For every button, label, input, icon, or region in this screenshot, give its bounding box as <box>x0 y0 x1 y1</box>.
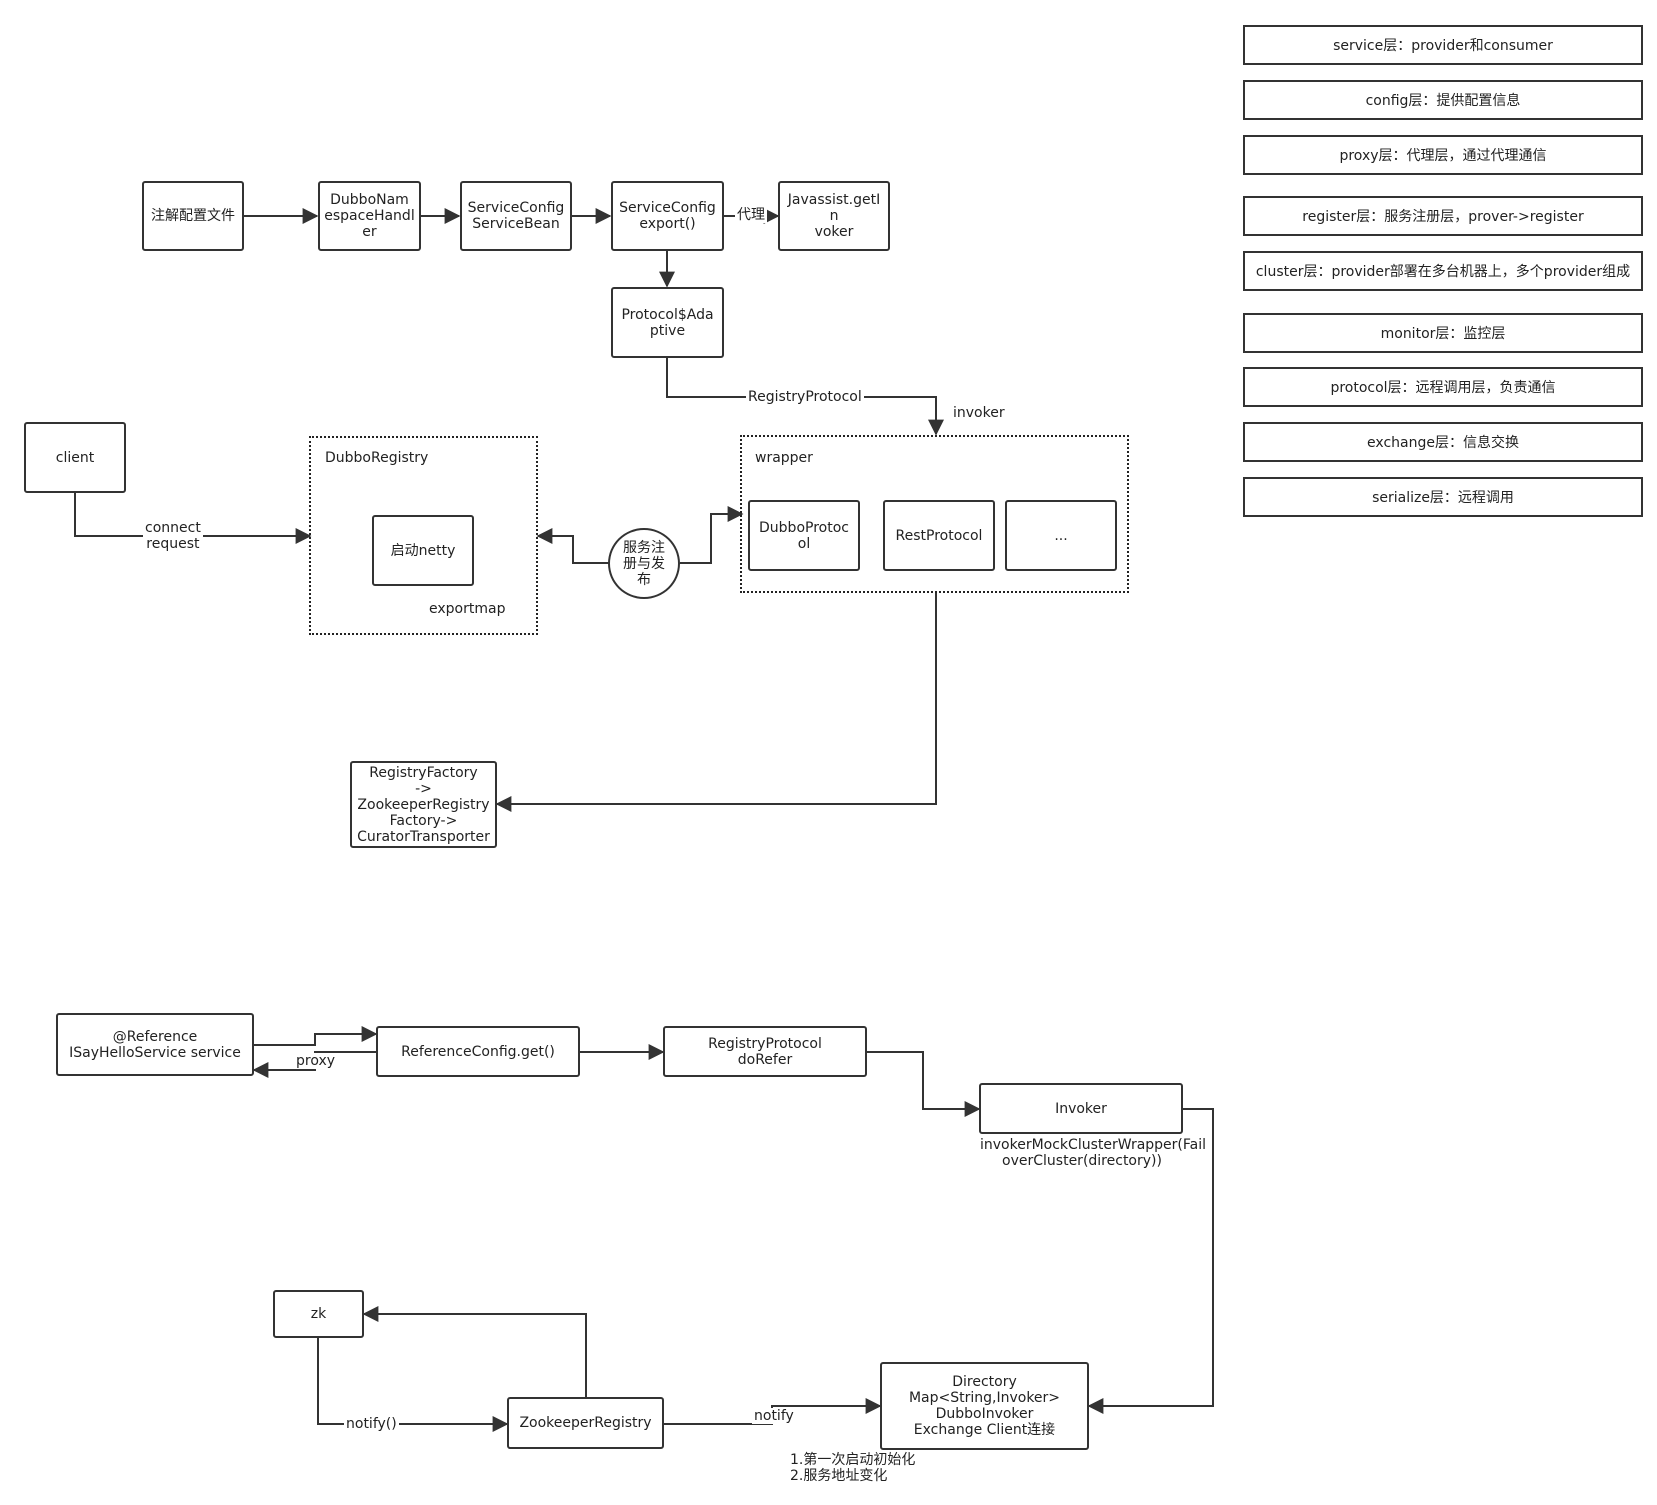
layer-register: register层：服务注册层，prover->register <box>1243 196 1643 236</box>
notify-edge-label: notify <box>752 1408 796 1424</box>
arrow-dorefer-to-invoker <box>867 1051 981 1117</box>
arrow-zookeeperregistry-to-zk <box>362 1306 587 1397</box>
zk-node: zk <box>273 1290 364 1338</box>
proxy-edge-label: 代理 <box>735 207 767 223</box>
wrapper-container <box>740 435 1129 593</box>
layer-config: config层：提供配置信息 <box>1243 80 1643 120</box>
layer-monitor: monitor层：监控层 <box>1243 313 1643 353</box>
arrow-wrapper-to-registryfactory <box>495 593 937 812</box>
client-node: client <box>24 422 126 493</box>
service-bean-node: ServiceConfig ServiceBean <box>460 181 572 251</box>
registry-factory-node: RegistryFactory -> ZookeeperRegistry Fac… <box>350 761 497 848</box>
exportmap-label: exportmap <box>429 601 506 617</box>
layer-service: service层：provider和consumer <box>1243 25 1643 65</box>
arrow-reference-to-referenceconfig <box>254 1026 378 1046</box>
registry-protocol-edge-label: RegistryProtocol <box>746 389 864 405</box>
arrow-client-to-dubboregistry <box>74 493 312 544</box>
reference-config-get-node: ReferenceConfig.get() <box>376 1026 580 1077</box>
layer-protocol: protocol层：远程调用层，负责通信 <box>1243 367 1643 407</box>
arrow-circle-to-wrapper <box>680 506 744 564</box>
invoker-edge-label: invoker <box>953 405 1005 421</box>
layer-serialize: serialize层：远程调用 <box>1243 477 1643 517</box>
zookeeper-registry-node: ZookeeperRegistry <box>507 1397 664 1449</box>
connect-request-label: connect request <box>143 520 203 552</box>
service-export-node: ServiceConfig export() <box>611 181 724 251</box>
javassist-node: Javassist.getIn voker <box>778 181 890 251</box>
registry-protocol-dorefer-node: RegistryProtocol doRefer <box>663 1026 867 1077</box>
invoker-node: Invoker <box>979 1083 1183 1134</box>
arrow-zk-to-zookeeperregistry <box>317 1338 509 1432</box>
annotation-config-node: 注解配置文件 <box>142 181 244 251</box>
notify-trigger-notes: 1.第一次启动初始化 2.服务地址变化 <box>790 1452 916 1484</box>
netty-node: 启动netty <box>372 515 474 586</box>
rest-protocol-node: RestProtocol <box>883 500 995 571</box>
proxy-return-label: proxy <box>294 1053 338 1069</box>
notify-call-label: notify() <box>344 1416 399 1432</box>
directory-node: Directory Map<String,Invoker> DubboInvok… <box>880 1362 1089 1450</box>
arrow-circle-to-dubboregistry <box>536 528 609 564</box>
dubbo-protocol-node: DubboProtoc ol <box>748 500 860 571</box>
register-publish-node: 服务注 册与发 布 <box>608 528 680 599</box>
invoker-wrapper-note: invokerMockClusterWrapper(Fail overClust… <box>980 1137 1207 1169</box>
wrapper-title: wrapper <box>755 450 813 466</box>
dubbo-registry-container <box>309 436 538 635</box>
layer-proxy: proxy层：代理层，通过代理通信 <box>1243 135 1643 175</box>
layer-cluster: cluster层：provider部署在多台机器上，多个provider组成 <box>1243 251 1643 291</box>
protocol-adaptive-node: Protocol$Ada ptive <box>611 287 724 358</box>
namespace-handler-node: DubboNam espaceHandl er <box>318 181 421 251</box>
layer-exchange: exchange层：信息交换 <box>1243 422 1643 462</box>
dubbo-registry-title: DubboRegistry <box>325 450 429 466</box>
more-protocols-node: ... <box>1005 500 1117 571</box>
arrow-invoker-to-directory <box>1087 1108 1214 1414</box>
reference-node: @Reference ISayHelloService service <box>56 1013 254 1076</box>
